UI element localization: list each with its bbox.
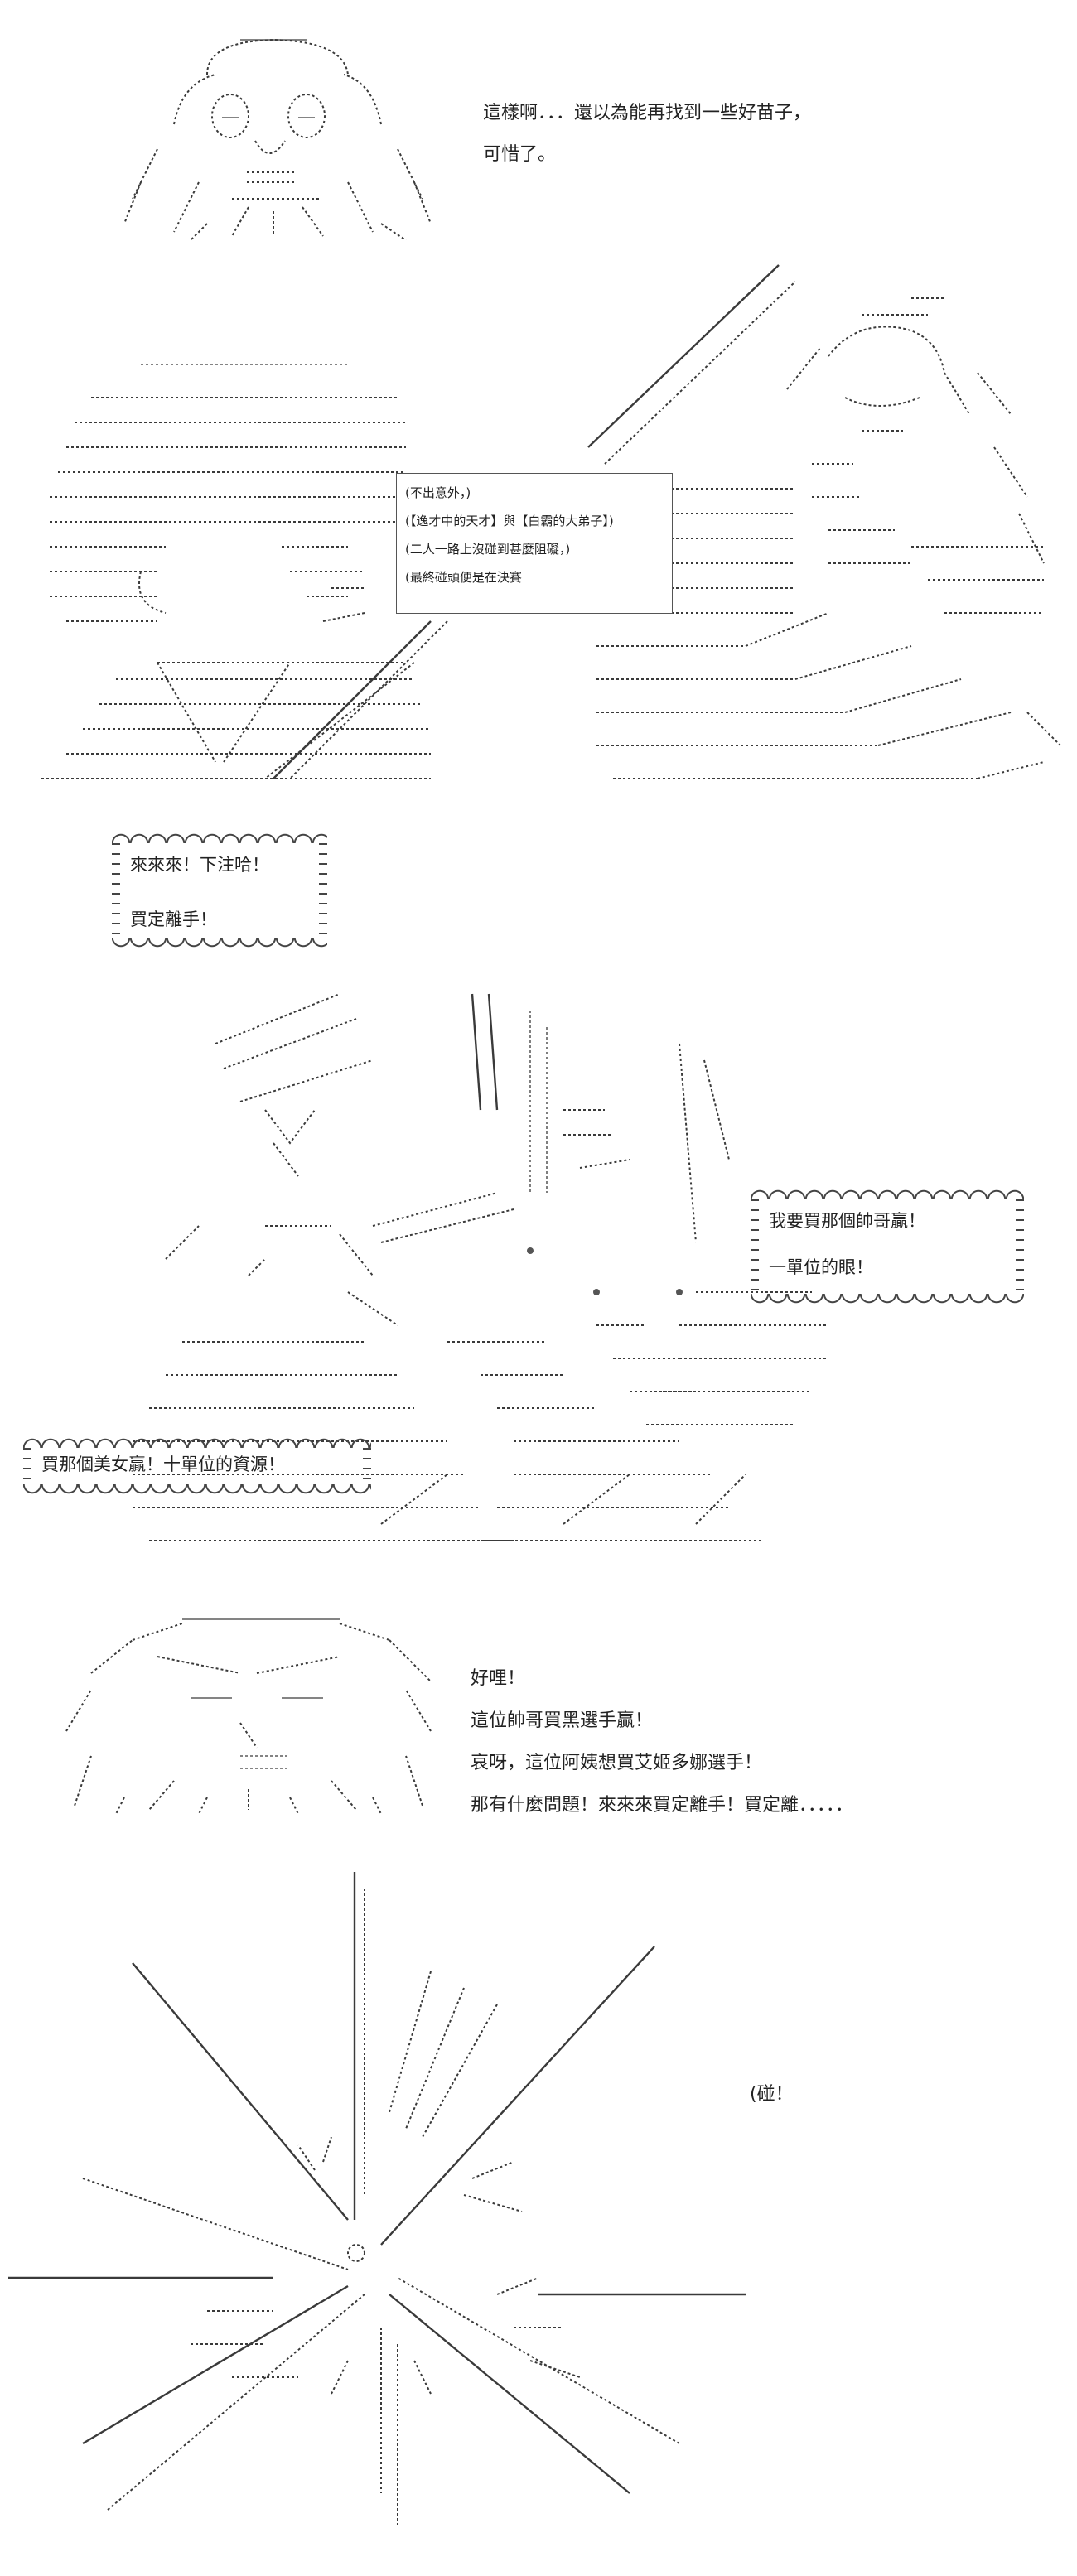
panel5-line-1: 好哩！ bbox=[471, 1668, 526, 1689]
crowd-scene bbox=[133, 993, 828, 1541]
buyer-beauty-line-1: 買那個美女贏！十單位的資源！ bbox=[41, 1454, 285, 1474]
narration-line-1: (不出意外，) bbox=[405, 485, 471, 500]
impact-sound-effect: (碰！ bbox=[750, 2084, 794, 2105]
buyer-handsome-bubble: 我要買那個帥哥贏！ 一單位的眼！ bbox=[751, 1184, 1024, 1309]
bet-call-line-1: 來來來！下注哈！ bbox=[130, 855, 269, 875]
buyer-beauty-bubble: 買那個美女贏！十單位的資源！ bbox=[23, 1433, 371, 1499]
bet-call-line-2: 買定離手！ bbox=[130, 909, 217, 929]
narration-line-3: (二人一路上沒碰到甚麼阻礙，) bbox=[405, 542, 571, 557]
panel1-line-2: 可惜了。 bbox=[483, 144, 557, 165]
buyer-handsome-line-1: 我要買那個帥哥贏！ bbox=[769, 1211, 925, 1231]
panel5-line-3: 哀呀，這位阿姨想買艾姬多娜選手！ bbox=[471, 1753, 763, 1773]
narration-line-2: (【逸才中的天才】與【白霸的大弟子】) bbox=[405, 514, 614, 528]
bet-call-bubble: 來來來！下注哈！ 買定離手！ bbox=[112, 828, 327, 953]
buyer-handsome-line-2: 一單位的眼！ bbox=[769, 1257, 873, 1277]
narration-box: (不出意外，) (【逸才中的天才】與【白霸的大弟子】) (二人一路上沒碰到甚麼阻… bbox=[396, 473, 673, 614]
rival-girl-figure bbox=[41, 364, 448, 779]
impact-burst bbox=[8, 1872, 746, 2526]
old-man-figure bbox=[123, 38, 432, 240]
panel5-line-4: 那有什麼問題！來來來買定離手！買定離．．．．． bbox=[471, 1795, 854, 1816]
panel5-line-2: 這位帥哥買黑選手贏！ bbox=[471, 1710, 654, 1731]
rival-boy-figure bbox=[587, 264, 1061, 779]
panel1-line-1: 這樣啊．．．還以為能再找到一些好苗子， bbox=[483, 103, 812, 123]
bookie-figure bbox=[65, 1618, 432, 1814]
narration-line-4: (最終碰頭便是在決賽 bbox=[405, 570, 522, 585]
